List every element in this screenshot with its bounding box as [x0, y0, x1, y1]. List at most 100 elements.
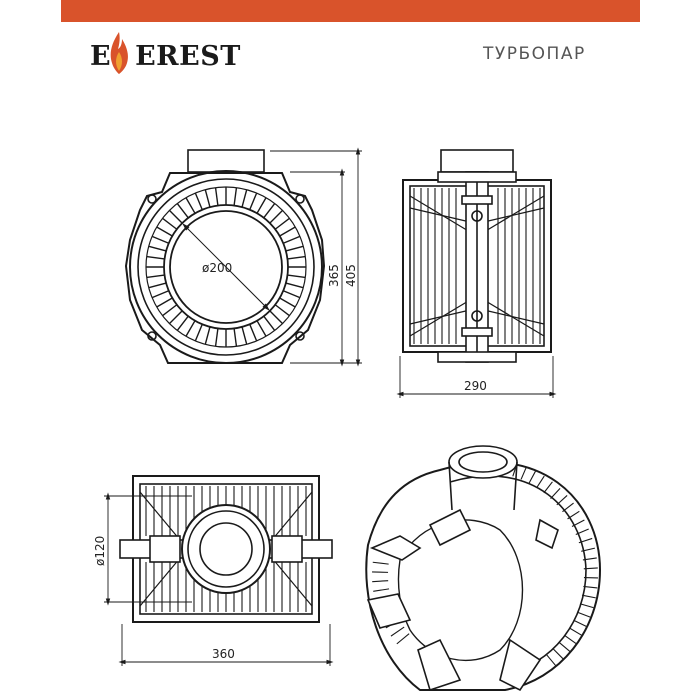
fin: [550, 487, 561, 499]
front-diameter-line: [182, 223, 270, 311]
fin: [285, 282, 304, 289]
fin: [148, 282, 167, 289]
bottom-width-label: 360: [212, 647, 235, 661]
fin: [575, 528, 589, 536]
bottom-dimensions: [104, 492, 334, 666]
fin: [146, 274, 165, 279]
fin: [283, 235, 301, 244]
fin: [582, 557, 597, 561]
fin: [185, 197, 196, 214]
fin: [573, 619, 587, 627]
side-width-label: 290: [464, 379, 487, 393]
product-name: ТУРБОПАР: [483, 44, 586, 64]
front-outer-ring: [129, 170, 323, 364]
fin: [279, 297, 296, 308]
cutaway-shell: [365, 461, 602, 691]
front-fin-outer-ring: [145, 186, 307, 348]
fin: [583, 567, 598, 570]
cutaway-cavity: [397, 519, 524, 662]
fin: [269, 209, 284, 224]
bottom-pipe-inner: [199, 522, 253, 576]
fin: [581, 547, 596, 552]
fin: [372, 561, 389, 565]
fin: [390, 626, 405, 637]
cutaway-fins: [372, 462, 598, 666]
front-top-pipe: [187, 149, 265, 173]
fin: [279, 226, 296, 237]
fin: [569, 627, 582, 636]
fin: [214, 187, 219, 206]
brand-logo: E EREST: [90, 36, 241, 76]
fin: [156, 226, 173, 237]
front-diameter-label: ø200: [202, 261, 232, 275]
fin: [151, 290, 169, 299]
fin: [204, 189, 211, 208]
cutaway-view: [365, 445, 602, 692]
side-top-pipe: [440, 149, 514, 173]
side-dimensions: [396, 356, 557, 398]
fin: [176, 203, 189, 219]
fin: [543, 481, 553, 494]
fin: [546, 654, 557, 666]
fin: [396, 633, 410, 645]
fin: [146, 255, 165, 260]
fin: [263, 203, 276, 219]
front-ring-2: [137, 178, 315, 356]
fin: [269, 310, 284, 325]
front-view: [124, 149, 326, 364]
fin: [536, 475, 545, 489]
fin: [562, 502, 574, 513]
side-view: [402, 149, 552, 363]
fin: [151, 235, 169, 244]
brand-first-letter: E: [90, 40, 112, 72]
fin: [233, 187, 238, 206]
bolt: [295, 194, 305, 204]
side-fins: [413, 188, 541, 344]
front-fin-inner-ring: [163, 204, 289, 330]
fin: [528, 470, 537, 484]
header-bar: [61, 0, 640, 22]
fin: [241, 189, 248, 208]
fin: [249, 324, 258, 342]
brand-rest: EREST: [135, 40, 241, 72]
fin: [194, 324, 203, 342]
front-fin-ring: [146, 187, 306, 347]
bottom-pipe-outer: [181, 504, 271, 594]
front-height-outer-label: 405: [344, 264, 358, 287]
front-dimensions: [270, 147, 362, 367]
fin: [578, 537, 593, 544]
fin: [579, 603, 594, 609]
cutaway-cut-face: [369, 535, 422, 561]
fin: [263, 315, 276, 331]
fin: [552, 648, 564, 660]
fin: [162, 304, 178, 317]
fin: [214, 328, 219, 347]
fin: [372, 580, 389, 583]
bottom-view: [119, 475, 333, 623]
fin: [581, 594, 596, 599]
fin: [194, 192, 203, 210]
fin: [156, 297, 173, 308]
fin: [168, 209, 183, 224]
fin: [204, 326, 211, 345]
fin: [185, 320, 196, 337]
fin: [148, 245, 167, 252]
fin: [176, 315, 189, 331]
fin: [249, 192, 258, 210]
fin: [274, 304, 290, 317]
fin: [520, 466, 528, 480]
fin: [274, 217, 290, 230]
fin: [283, 290, 301, 299]
front-inner-opening: [169, 210, 283, 324]
bolt: [295, 331, 305, 341]
front-height-inner-label: 365: [327, 264, 341, 287]
bolt: [147, 194, 157, 204]
fin: [583, 585, 598, 589]
fin: [285, 245, 304, 252]
fin: [571, 519, 585, 528]
fin: [168, 310, 183, 325]
fin: [233, 328, 238, 347]
fin: [564, 634, 577, 645]
fin: [162, 217, 178, 230]
